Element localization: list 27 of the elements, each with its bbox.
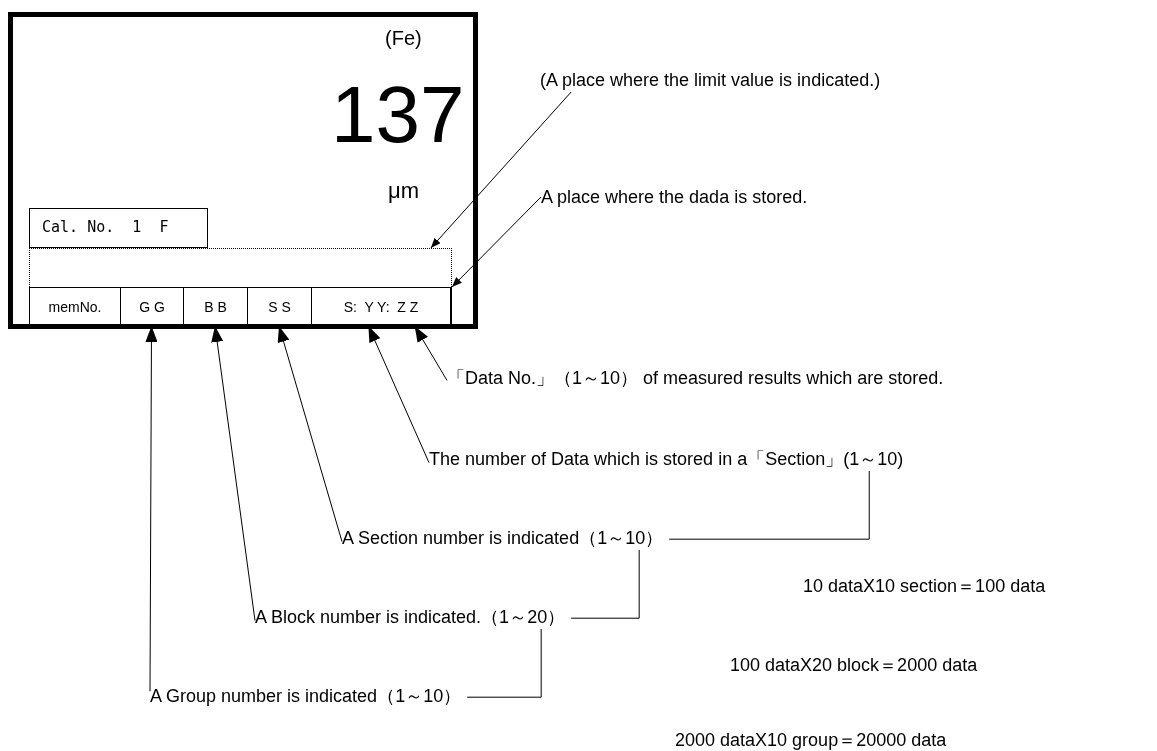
calculation-note: 2000 dataX10 group＝20000 data bbox=[675, 729, 947, 751]
calculation-note: 10 dataX10 section＝100 data bbox=[803, 575, 1046, 598]
material-label: (Fe) bbox=[385, 28, 422, 48]
data-field: G G bbox=[120, 288, 183, 326]
data-field: B B bbox=[183, 288, 247, 326]
reading-value: 137 bbox=[331, 75, 465, 155]
callout-text: A place where the dada is stored. bbox=[541, 185, 814, 209]
data-field: memNo. bbox=[30, 288, 120, 326]
unit-label: μm bbox=[388, 180, 419, 202]
callout-text: (A place where the limit value is indicated.) bbox=[540, 68, 887, 92]
calibration-field: Cal. No. 1 F bbox=[29, 208, 208, 248]
leader-arrow bbox=[430, 91, 572, 249]
data-field: S S bbox=[247, 288, 311, 326]
callout-text: A Block number is indicated.（1～20） bbox=[255, 605, 572, 629]
calculation-note: 100 dataX20 block＝2000 data bbox=[730, 654, 978, 677]
callout-text: A Group number is indicated（1～10） bbox=[150, 684, 468, 708]
bracket-line bbox=[466, 628, 542, 698]
callout-text: 「Data No.」（1～10） of measured results which are stored. bbox=[447, 366, 950, 390]
bracket-line bbox=[668, 470, 870, 540]
bracket-line bbox=[570, 549, 640, 619]
data-field: S: Y Y: Z Z bbox=[311, 288, 451, 326]
limit-area bbox=[29, 248, 452, 287]
data-row bbox=[29, 287, 452, 327]
display-frame bbox=[8, 12, 478, 329]
leader-arrow bbox=[451, 196, 542, 288]
callout-text: A Section number is indicated（1～10） bbox=[342, 526, 670, 550]
callout-text: The number of Data which is stored in a「Section」(1～10) bbox=[429, 447, 910, 471]
